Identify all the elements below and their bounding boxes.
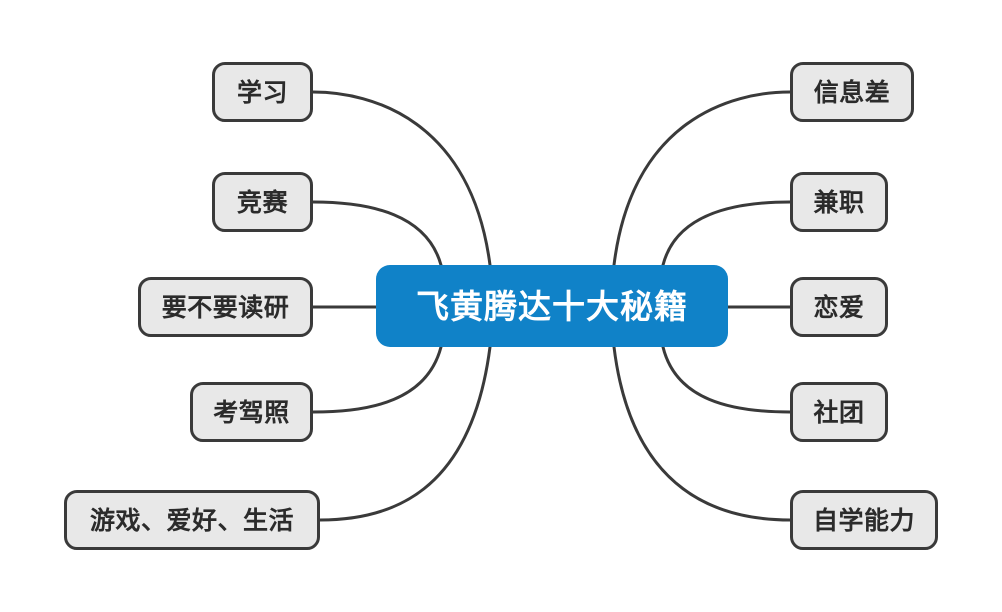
central-node-label: 飞黄腾达十大秘籍 (416, 286, 688, 326)
branch-node-label: 恋爱 (813, 292, 865, 322)
branch-node-label: 社团 (813, 397, 865, 427)
branch-node-label: 要不要读研 (161, 292, 290, 322)
connector-edge (311, 200, 443, 267)
central-node[interactable]: 飞黄腾达十大秘籍 (376, 265, 728, 347)
branch-node-label: 竞赛 (236, 187, 288, 217)
branch-node-label: 兼职 (813, 187, 865, 217)
connector-edge (661, 345, 792, 414)
branch-node-label: 信息差 (813, 77, 891, 107)
branch-node[interactable]: 恋爱 (790, 277, 888, 337)
connector-edge (318, 345, 492, 522)
connector-edge (311, 345, 443, 414)
connector-edge (612, 345, 792, 522)
branch-node-label: 考驾照 (213, 397, 290, 427)
branch-node-label: 自学能力 (812, 505, 915, 535)
branch-node[interactable]: 游戏、爱好、生活 (64, 490, 320, 550)
branch-node[interactable]: 要不要读研 (138, 277, 313, 337)
branch-node[interactable]: 社团 (790, 382, 888, 442)
connector-edge (661, 200, 792, 267)
branch-node[interactable]: 考驾照 (190, 382, 313, 442)
branch-node[interactable]: 自学能力 (790, 490, 938, 550)
connector-edge (311, 90, 492, 267)
connector-edge (612, 90, 792, 267)
branch-node[interactable]: 信息差 (790, 62, 914, 122)
branch-node-label: 游戏、爱好、生活 (89, 505, 294, 535)
branch-node-label: 学习 (236, 77, 288, 107)
branch-node[interactable]: 兼职 (790, 172, 888, 232)
branch-node[interactable]: 学习 (212, 62, 313, 122)
branch-node[interactable]: 竞赛 (212, 172, 313, 232)
